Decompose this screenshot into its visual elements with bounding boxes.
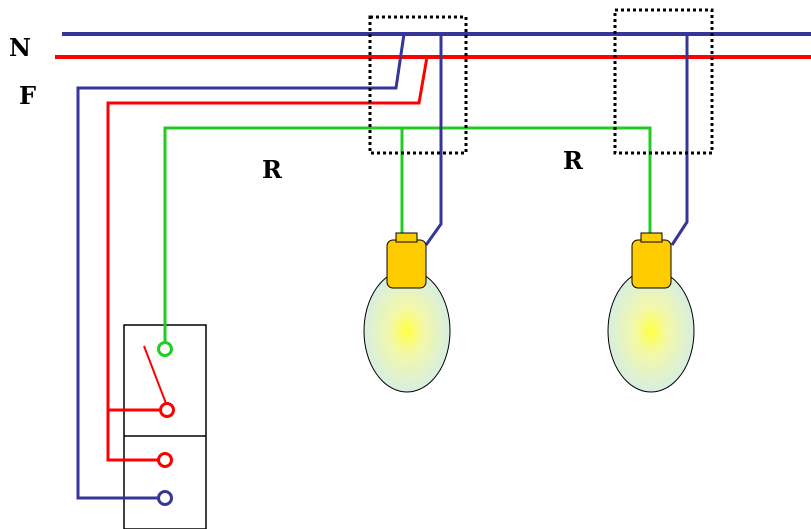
switch-terminal-return [157, 341, 173, 357]
return-label-right: R [563, 146, 584, 175]
neutral-wire-to-switch [76, 33, 406, 500]
phase-label: F [19, 81, 36, 110]
junction-box-1 [368, 15, 468, 155]
return-wire [163, 126, 652, 342]
switch-terminal-phase-1 [159, 402, 175, 418]
return-label-left: R [262, 155, 283, 184]
switch-terminal-neutral [157, 490, 173, 506]
lamp-2-contact [640, 232, 663, 243]
junction-box-2 [613, 8, 714, 155]
phase-wire-to-switch [106, 56, 429, 462]
neutral-drop-lamp-2 [670, 34, 689, 246]
switch-lever[interactable] [143, 345, 168, 407]
neutral-label: N [9, 33, 31, 62]
neutral-drop-lamp-1 [424, 34, 443, 246]
lamp-2-base [631, 239, 672, 289]
lamp-1-contact [395, 232, 418, 243]
lamp-1-base [386, 239, 427, 289]
switch-terminal-phase-2 [157, 452, 173, 468]
lamp-1 [363, 232, 451, 393]
lamp-2 [607, 232, 695, 393]
